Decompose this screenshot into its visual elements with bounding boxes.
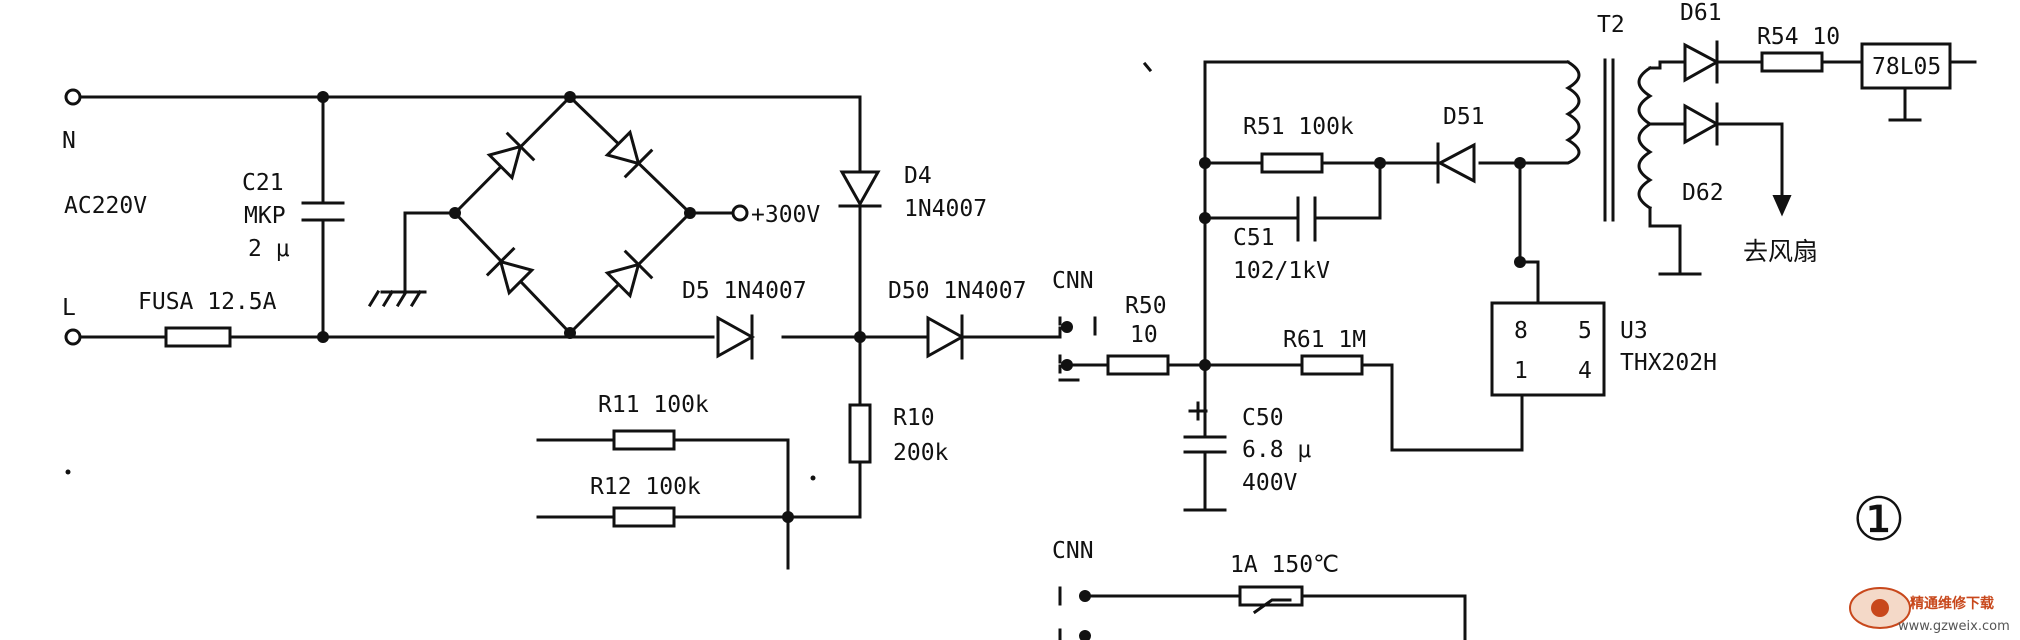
terminal-l xyxy=(64,328,82,346)
resistor-r51 xyxy=(1260,152,1324,174)
label-300v: +300V xyxy=(751,202,820,228)
connector-cnn-top xyxy=(1058,316,1110,382)
label-r54: R54 10 xyxy=(1757,24,1840,50)
label-d62: D62 xyxy=(1682,180,1724,206)
label-pin4: 4 xyxy=(1578,358,1592,384)
label-c51: C51 xyxy=(1233,225,1275,251)
watermark-site: 精通维修下载 xyxy=(1910,595,1994,612)
diode-d4 xyxy=(838,95,882,343)
label-t2: T2 xyxy=(1597,12,1625,38)
resistor-r61 xyxy=(1300,354,1364,376)
resistor-r50 xyxy=(1106,354,1170,376)
regulator-78l05 xyxy=(1860,42,1952,90)
resistor-r54 xyxy=(1760,51,1824,73)
label-c21-val: 2 μ xyxy=(248,236,290,262)
label-d61: D61 xyxy=(1680,0,1722,26)
capacitor-c50 xyxy=(1183,435,1227,454)
diode-d50 xyxy=(858,314,1062,360)
label-c50: C50 xyxy=(1242,405,1284,431)
ground-icon xyxy=(367,289,427,308)
diode-d61 xyxy=(1683,42,1721,83)
label-l: L xyxy=(62,295,76,321)
label-d50: D50 1N4007 xyxy=(888,278,1026,304)
label-pin8: 8 xyxy=(1514,318,1528,344)
label-d4-part: 1N4007 xyxy=(904,196,987,222)
label-d5: D5 1N4007 xyxy=(682,278,807,304)
resistor-network xyxy=(536,335,872,570)
label-fuse: FUSA 12.5A xyxy=(138,289,277,315)
label-r50-val: 10 xyxy=(1130,322,1158,348)
label-thermal-fuse: 1A 150℃ xyxy=(1230,552,1339,578)
label-78l05: 78L05 xyxy=(1872,54,1941,80)
fuse xyxy=(164,326,232,348)
label-c21-type: MKP xyxy=(244,203,286,229)
label-cnn-top: CNN xyxy=(1052,268,1094,294)
label-u3-part: THX202H xyxy=(1620,350,1717,376)
figure-number: ① xyxy=(1852,485,1906,555)
label-c50-val: 6.8 μ xyxy=(1242,437,1311,463)
label-d4: D4 xyxy=(904,163,932,189)
terminal-300v xyxy=(731,204,749,222)
thermal-fuse-section xyxy=(1058,585,1467,640)
arrow-down-icon xyxy=(1772,195,1792,217)
label-fan: 去风扇 xyxy=(1743,237,1818,266)
label-r50: R50 xyxy=(1125,293,1167,319)
label-r11: R11 100k xyxy=(598,392,709,418)
watermark-url: www.gzweix.com xyxy=(1898,619,2010,634)
resistor-r10 xyxy=(848,403,872,464)
diode-d62 xyxy=(1683,103,1721,145)
startup-section xyxy=(1106,60,1524,512)
transformer-t2 xyxy=(1518,58,1702,276)
label-ac220v: AC220V xyxy=(64,193,147,219)
snubber xyxy=(1199,60,1570,305)
output-section xyxy=(1683,40,1977,217)
label-pin1: 1 xyxy=(1514,358,1528,384)
bridge-rectifier xyxy=(367,91,749,339)
resistor-r12 xyxy=(612,506,676,528)
capacitor-c21 xyxy=(301,201,345,222)
label-n: N xyxy=(62,128,76,154)
label-r10: R10 xyxy=(893,405,935,431)
watermark: 精通维修下载 www.gzweix.com xyxy=(1849,587,2010,634)
label-c50-volt: 400V xyxy=(1242,470,1298,496)
stray-marks xyxy=(65,61,1153,481)
diode-d5 xyxy=(716,314,756,360)
label-pin5: 5 xyxy=(1578,318,1592,344)
capacitor-c51 xyxy=(1296,196,1317,242)
ic-u3 xyxy=(1490,301,1606,397)
label-c51-val: 102/1kV xyxy=(1233,258,1330,284)
label-u3: U3 xyxy=(1620,318,1648,344)
terminal-n xyxy=(64,88,82,106)
label-r10-val: 200k xyxy=(893,440,949,466)
label-cnn-bottom: CNN xyxy=(1052,538,1094,564)
label-c21: C21 xyxy=(242,170,284,196)
label-r51: R51 100k xyxy=(1243,114,1354,140)
diode-d51 xyxy=(1436,142,1476,184)
label-d51: D51 xyxy=(1443,104,1485,130)
label-r61: R61 1M xyxy=(1283,327,1366,353)
resistor-r11 xyxy=(612,429,676,451)
label-r12: R12 100k xyxy=(590,474,701,500)
labels: N L AC220V C21 MKP 2 μ FUSA 12.5A +300V … xyxy=(62,0,1941,578)
